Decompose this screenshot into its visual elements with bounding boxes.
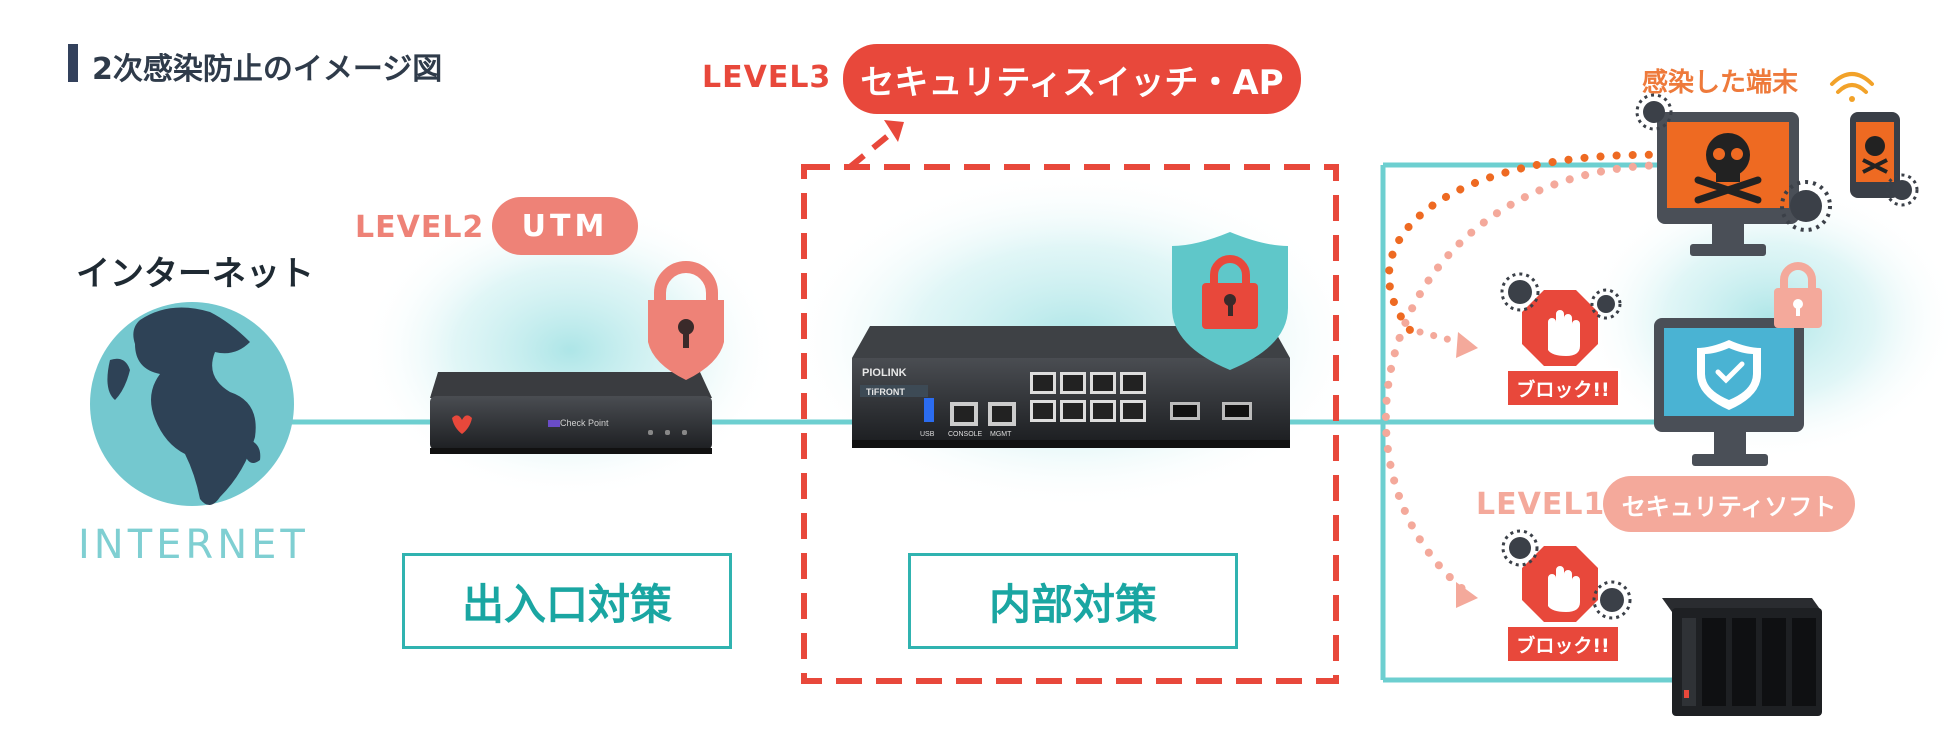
virus-icon [1635, 93, 1673, 131]
entry-measures-box: 出入口対策 [402, 553, 732, 649]
level2-pill: UTM [492, 197, 638, 255]
virus-icon [1592, 580, 1632, 620]
title-accent-bar [68, 44, 78, 82]
stop-hand-icon [1522, 546, 1598, 622]
level3-label: LEVEL3 [702, 60, 832, 95]
virus-icons [1500, 93, 1919, 620]
usb-port [924, 398, 934, 422]
ethernet-ports [1030, 372, 1146, 422]
virus-icon [1500, 272, 1540, 312]
nas-device [1662, 598, 1822, 716]
switch-model-plate [860, 385, 928, 397]
padlock-small-icon [1774, 262, 1822, 328]
level2-label: LEVEL2 [355, 210, 485, 245]
virus-icon [1501, 529, 1539, 567]
switch-port-label: USB [920, 431, 935, 438]
utm-logo-icon [452, 415, 472, 434]
switch-model-text: TiFRONT [866, 387, 905, 397]
switch-port-label: CONSOLE [948, 431, 983, 438]
infected-monitor [1657, 112, 1799, 256]
level3-pill: セキュリティスイッチ・AP [843, 44, 1301, 114]
utm-device [430, 372, 712, 454]
block-tag: ブロック!! [1505, 368, 1621, 408]
page-title: 2次感染防止のイメージ図 [92, 52, 443, 87]
virus-icon [1780, 180, 1832, 232]
level3-pointer-arrow [884, 120, 904, 142]
infected-phone [1850, 112, 1900, 198]
internet-label-en: INTERNET [78, 522, 309, 568]
infected-terminal-label: 感染した端末 [1642, 68, 1799, 98]
infection-path-2 [1381, 161, 1669, 599]
infection-path-1 [1385, 150, 1669, 334]
globe-icon [90, 302, 294, 506]
utm-brand-text: Check Point [560, 418, 609, 428]
virus-icon [1590, 288, 1622, 320]
level3-dashed-frame [801, 164, 1339, 684]
internal-measures-box: 内部対策 [908, 553, 1238, 649]
virus-icon [1885, 173, 1919, 207]
infection-arrow-1 [1456, 332, 1478, 358]
switch-port-label: MGMT [990, 431, 1012, 438]
infection-arrow-2 [1456, 582, 1478, 608]
block-tag: ブロック!! [1505, 624, 1621, 664]
skull-icon [1694, 133, 1762, 204]
wifi-icon [1830, 72, 1874, 102]
level3-pointer-line [848, 127, 897, 170]
switch-brand-text: PIOLINK [862, 367, 907, 379]
level1-pill: セキュリティソフト [1603, 476, 1855, 532]
shield-padlock-icon [1172, 232, 1288, 370]
shield-check-icon [1697, 340, 1761, 410]
internet-label: インターネット [76, 254, 314, 294]
level1-label: LEVEL1 [1476, 487, 1606, 522]
padlock-icon [648, 261, 724, 380]
stop-hand-icon [1522, 290, 1598, 366]
protected-monitor [1654, 318, 1804, 466]
